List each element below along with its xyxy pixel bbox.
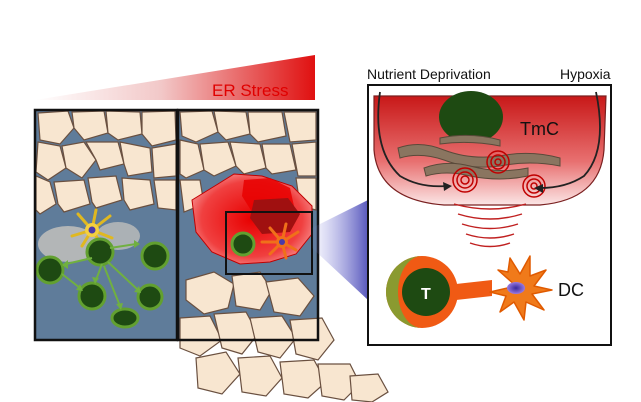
tmc-label: TmC xyxy=(520,119,559,139)
lower-tissue-cells xyxy=(179,271,389,402)
tumor-cell-tmc xyxy=(373,95,607,206)
proliferation-arrows xyxy=(61,240,141,310)
zoom-cone xyxy=(312,200,368,300)
yellow-dendritic-cell xyxy=(70,208,114,250)
dc-label: DC xyxy=(558,280,584,300)
detail-panel xyxy=(367,84,612,346)
stress-arrows xyxy=(377,91,601,189)
er-stress-gradient-wedge xyxy=(35,55,315,100)
dendritic-cell xyxy=(456,255,553,321)
mid-t-cell xyxy=(230,231,256,257)
tmc-nucleus xyxy=(439,91,503,143)
t-cell xyxy=(386,256,458,328)
secretion-waves xyxy=(453,203,527,248)
t-cell-label: T xyxy=(421,286,431,303)
endoplasmic-reticulum xyxy=(397,134,561,180)
right-arrow-head xyxy=(534,184,543,193)
left-arrow-head xyxy=(443,182,452,191)
middle-tissue-panel xyxy=(176,108,389,402)
mid-dendritic-cell xyxy=(260,222,300,260)
left-tissue-panel xyxy=(33,108,179,342)
hypoxia-label: Hypoxia xyxy=(560,66,611,82)
nutrient-deprivation-label: Nutrient Deprivation xyxy=(367,66,491,82)
er-stress-label: ER Stress xyxy=(212,81,289,100)
t-cell-cluster xyxy=(35,237,170,329)
